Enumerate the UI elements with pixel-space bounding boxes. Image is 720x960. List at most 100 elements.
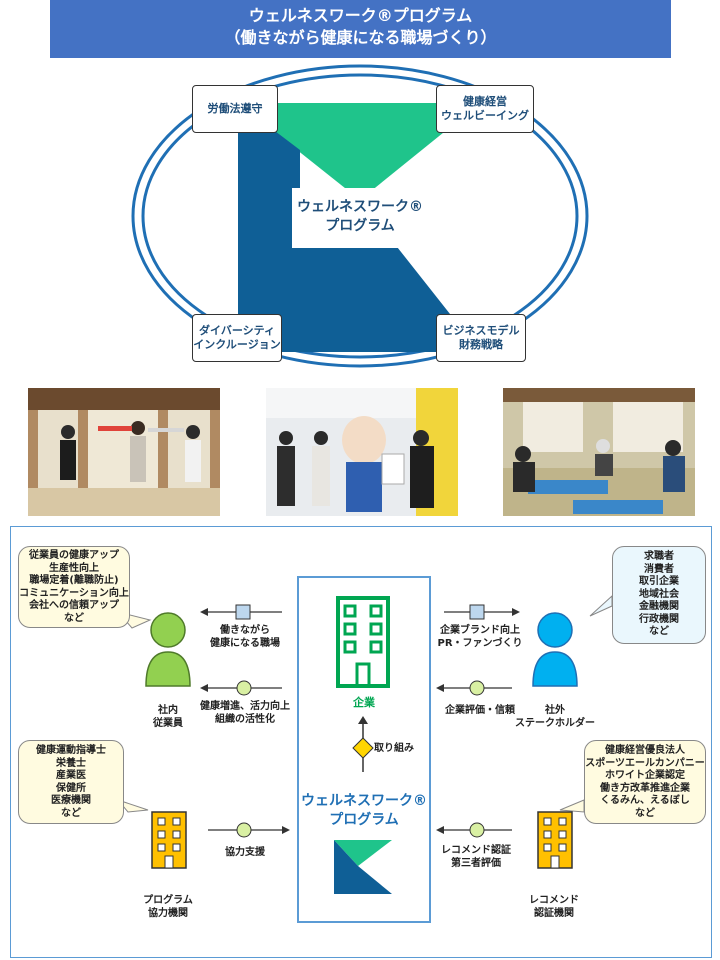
arrow-br-line: レコメンド認証 (441, 845, 511, 856)
bubble-employee-benefits: 従業員の健康アップ生産性向上職場定着(離職防止)コミュニケーション向上会社への信… (18, 546, 130, 628)
effort-diamond-icon (352, 737, 374, 759)
arrow-left-bottom (208, 822, 290, 838)
arrow-r1-line: PR・ファンづくり (437, 638, 523, 649)
bubble-br-line: など (635, 807, 655, 819)
bubble-tr-line: など (649, 626, 669, 637)
program-label-1: ウェルネスワーク® (301, 793, 427, 809)
bubble-tr-line: 求職者 (644, 551, 674, 562)
arrow-right-bottom (436, 822, 512, 838)
banner-title: ウェルネスワーク®プログラム (248, 6, 473, 25)
bubble-bl-line: 栄養士 (56, 757, 86, 769)
box-diversity-label-2: インクルージョン (193, 338, 281, 351)
bubble-tl-line: 生産性向上 (49, 562, 99, 574)
arrow-l2-line: 健康増進、活力向上 (200, 701, 290, 712)
arrow-left-1-label: 働きながら健康になる職場 (195, 624, 295, 650)
employee-line: 社内 (158, 705, 178, 716)
box-business-model: ビジネスモデル 財務戦略 (436, 314, 526, 362)
arrow-l2-line: 組織の活性化 (215, 714, 275, 725)
green-shape (238, 103, 480, 200)
stakeholder-line: 社外 (545, 705, 565, 716)
center-box: ウェルネスワーク® プログラム (292, 188, 428, 248)
bubble-certifications-text: 健康経営優良法人スポーツエールカンパニーホワイト企業認定働き方改革推進企業くるみ… (585, 741, 705, 820)
program-label-2: プログラム (329, 812, 399, 828)
bubble-br-line: スポーツエールカンパニー (585, 757, 705, 769)
stakeholder-label: 社外ステークホルダー (500, 704, 610, 730)
certifier-line: 認証機関 (534, 908, 574, 919)
partner-label: プログラム協力機関 (128, 894, 208, 920)
bubble-bl-line: など (61, 807, 81, 819)
stakeholder-person-icon (532, 612, 578, 687)
bubble-employee-benefits-text: 従業員の健康アップ生産性向上職場定着(離職防止)コミュニケーション向上会社への信… (19, 547, 129, 625)
bubble-tr-line: 行政機関 (639, 613, 679, 625)
bubble-bl-line: 健康運動指導士 (36, 745, 106, 756)
company-label: 企業 (353, 696, 375, 709)
banner-subtitle: （働きながら健康になる職場づくり） (224, 28, 497, 47)
arrow-br-line: 第三者評価 (451, 858, 501, 869)
bubble-bl-line: 保健所 (56, 782, 86, 794)
arrow-right-1 (444, 604, 520, 620)
bubble-bl-line: 医療機関 (51, 795, 91, 806)
arrow-right-2-label: 企業評価・信頼 (430, 704, 530, 717)
box-labor-law: 労働法遵守 (192, 85, 278, 133)
bubble-stakeholders-text: 求職者消費者取引企業地域社会金融機関行政機関など (613, 547, 705, 639)
bubble-tail-br (559, 799, 585, 813)
bubble-partners-text: 健康運動指導士栄養士産業医保健所医療機関など (19, 741, 123, 820)
partner-line: 協力機関 (148, 908, 188, 919)
center-label-1: ウェルネスワーク® (297, 199, 423, 215)
arrow-bottom-left-label: 協力支援 (205, 846, 285, 859)
inner-ellipse (141, 73, 579, 359)
arrow-right-1-label: 企業ブランド向上 PR・ファンづくり (430, 624, 530, 650)
arrow-l1-line: 働きながら (220, 625, 270, 636)
company-building-icon (336, 596, 390, 688)
stakeholder-line: ステークホルダー (515, 718, 595, 729)
box-diversity-label-1: ダイバーシティ (199, 324, 275, 337)
bubble-br-line: 健康経営優良法人 (605, 745, 685, 756)
bubble-stakeholders: 求職者消費者取引企業地域社会金融機関行政機関など (612, 546, 706, 644)
arrow-left-2 (200, 680, 282, 696)
box-health-management: 健康経営 ウェルビーイング (436, 85, 534, 133)
bubble-tr-line: 取引企業 (639, 576, 679, 587)
bubble-tl-line: 会社への信頼アップ (29, 600, 119, 611)
bubble-br-line: 働き方改革推進企業 (600, 782, 690, 794)
box-diversity: ダイバーシティ インクルージョン (192, 314, 282, 362)
blue-k-shape (238, 103, 480, 352)
effort-label: 取り組み (374, 743, 414, 754)
bubble-tl-line: など (64, 612, 84, 624)
employee-line: 従業員 (153, 718, 183, 729)
partner-line: プログラム (143, 895, 193, 906)
bubble-tl-line: コミュニケーション向上 (19, 587, 129, 599)
relationship-diagram (10, 526, 712, 958)
box-health-label-1: 健康経営 (463, 95, 507, 108)
arrow-left-1 (200, 604, 282, 620)
center-label-2: プログラム (325, 218, 395, 234)
box-business-label-2: 財務戦略 (459, 338, 503, 351)
program-logo-icon (334, 840, 392, 894)
exercise-photo (28, 388, 220, 516)
certifier-line: レコメンド (529, 895, 579, 906)
box-business-label-1: ビジネスモデル (442, 324, 520, 337)
partner-building-icon (151, 811, 187, 869)
bubble-certifications: 健康経営優良法人スポーツエールカンパニーホワイト企業認定働き方改革推進企業くるみ… (584, 740, 706, 824)
bubble-bl-line: 産業医 (56, 770, 86, 781)
employee-label: 社内従業員 (128, 704, 208, 730)
certifier-building-icon (537, 811, 573, 869)
arrow-bottom-right-label: レコメンド認証第三者評価 (436, 844, 516, 870)
bubble-tail-tr (589, 594, 613, 617)
arrow-left-2-label: 健康増進、活力向上組織の活性化 (193, 700, 297, 726)
arrow-bl-line: 協力支援 (225, 847, 265, 858)
bubble-br-line: くるみん、えるぼし (600, 795, 690, 806)
bubble-tl-line: 従業員の健康アップ (29, 550, 119, 561)
yoga-photo (503, 388, 695, 516)
outer-ellipse (131, 64, 589, 368)
employee-person-icon (145, 612, 191, 687)
certifier-label: レコメンド認証機関 (514, 894, 594, 920)
arrow-right-2 (436, 680, 512, 696)
bubble-tr-line: 消費者 (644, 563, 674, 575)
arrow-l1-line: 健康になる職場 (210, 638, 280, 649)
bubble-tr-line: 金融機関 (639, 601, 679, 612)
bubble-tr-line: 地域社会 (639, 588, 679, 600)
arrow-r2-line: 企業評価・信頼 (445, 705, 515, 716)
program-label: ウェルネスワーク® プログラム (298, 792, 430, 830)
arrow-r1-line: 企業ブランド向上 (440, 625, 520, 636)
